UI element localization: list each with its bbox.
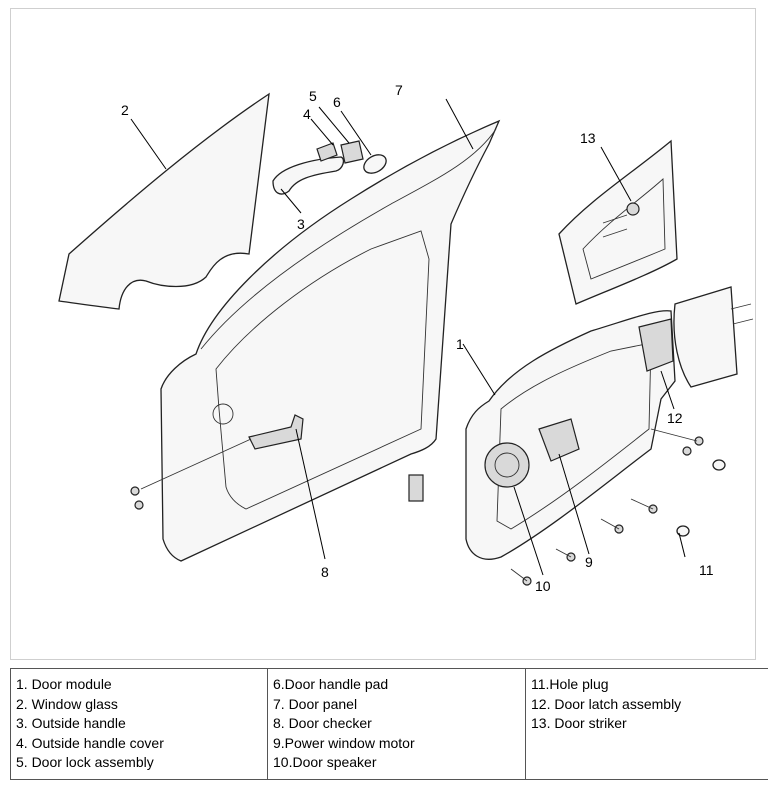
legend-item-8: 8. Door checker bbox=[273, 715, 372, 731]
callout-9: 9 bbox=[585, 554, 593, 570]
side-panel-bolts bbox=[730, 303, 754, 325]
callout-4: 4 bbox=[303, 106, 311, 122]
bolt bbox=[682, 446, 692, 456]
bolt bbox=[134, 500, 144, 510]
legend-item-6: 6.Door handle pad bbox=[273, 676, 389, 692]
door-speaker bbox=[484, 442, 530, 488]
leader-lines bbox=[130, 98, 686, 576]
window-glass bbox=[58, 92, 270, 310]
side-panel bbox=[673, 286, 738, 388]
door-striker bbox=[626, 202, 640, 216]
legend-item-1: 1. Door module bbox=[16, 676, 112, 692]
callout-8: 8 bbox=[321, 564, 329, 580]
legend-item-2: 2. Window glass bbox=[16, 695, 118, 712]
door-striker-panel bbox=[558, 139, 678, 305]
callout-10: 10 bbox=[535, 578, 551, 594]
door-speaker-cone bbox=[494, 452, 520, 478]
callout-1: 1 bbox=[456, 336, 464, 352]
legend-item-5: 5. Door lock assembly bbox=[16, 754, 154, 770]
bolt-lines bbox=[510, 428, 698, 582]
door-checker-line bbox=[140, 438, 252, 490]
striker-bolt-line bbox=[602, 214, 628, 238]
legend-item-12: 12. Door latch assembly bbox=[531, 695, 682, 712]
callout-6: 6 bbox=[333, 94, 341, 110]
legend-row: 1. Door module 2. Window glass 3. Outsid… bbox=[10, 668, 768, 780]
outside-handle bbox=[272, 156, 345, 195]
door-panel-frame-line bbox=[200, 128, 497, 350]
legend-item-7: 7. Door panel bbox=[273, 695, 358, 712]
door-lock-assembly bbox=[340, 140, 364, 164]
hole-plug bbox=[712, 459, 726, 471]
callout-5: 5 bbox=[309, 88, 317, 104]
legend-item-13: 13. Door striker bbox=[531, 715, 627, 731]
callout-3: 3 bbox=[297, 216, 305, 232]
door-checker bbox=[248, 414, 304, 450]
legend-column-1: 1. Door module 2. Window glass 3. Outsid… bbox=[10, 668, 268, 780]
door-handle-pad bbox=[363, 154, 387, 174]
figure-frame: 1 2 3 4 5 6 7 8 9 10 11 12 13 bbox=[10, 8, 756, 660]
legend-item-11: 11.Hole plug bbox=[531, 676, 609, 692]
hole-plug bbox=[676, 525, 690, 537]
callout-12: 12 bbox=[667, 410, 683, 426]
legend-item-4: 4. Outside handle cover bbox=[16, 734, 164, 751]
parts-legend-table: 1. Door module 2. Window glass 3. Outsid… bbox=[10, 668, 768, 780]
connector bbox=[408, 474, 424, 502]
door-panel-hole bbox=[212, 403, 234, 425]
legend-item-10: 10.Door speaker bbox=[273, 754, 377, 770]
door-panel bbox=[160, 119, 501, 562]
bolt bbox=[130, 486, 140, 496]
door-striker-inner bbox=[582, 178, 666, 280]
outside-handle-cover bbox=[316, 142, 338, 162]
callout-7: 7 bbox=[395, 82, 403, 98]
legend-column-2: 6.Door handle pad 7. Door panel 8. Door … bbox=[267, 668, 526, 780]
door-module-inner bbox=[496, 342, 652, 530]
exploded-door-diagram: 1 2 3 4 5 6 7 8 9 10 11 12 13 bbox=[58, 82, 754, 594]
door-latch-assembly bbox=[638, 318, 674, 372]
power-window-motor bbox=[538, 418, 580, 462]
legend-item-3: 3. Outside handle bbox=[16, 715, 126, 731]
callout-2: 2 bbox=[121, 102, 129, 118]
legend-item-9: 9.Power window motor bbox=[273, 734, 415, 751]
callout-13: 13 bbox=[580, 130, 596, 146]
legend-column-3: 11.Hole plug 12. Door latch assembly 13.… bbox=[525, 668, 768, 780]
bolt bbox=[694, 436, 704, 446]
callout-11: 11 bbox=[699, 562, 714, 578]
door-panel-inner bbox=[215, 230, 430, 510]
